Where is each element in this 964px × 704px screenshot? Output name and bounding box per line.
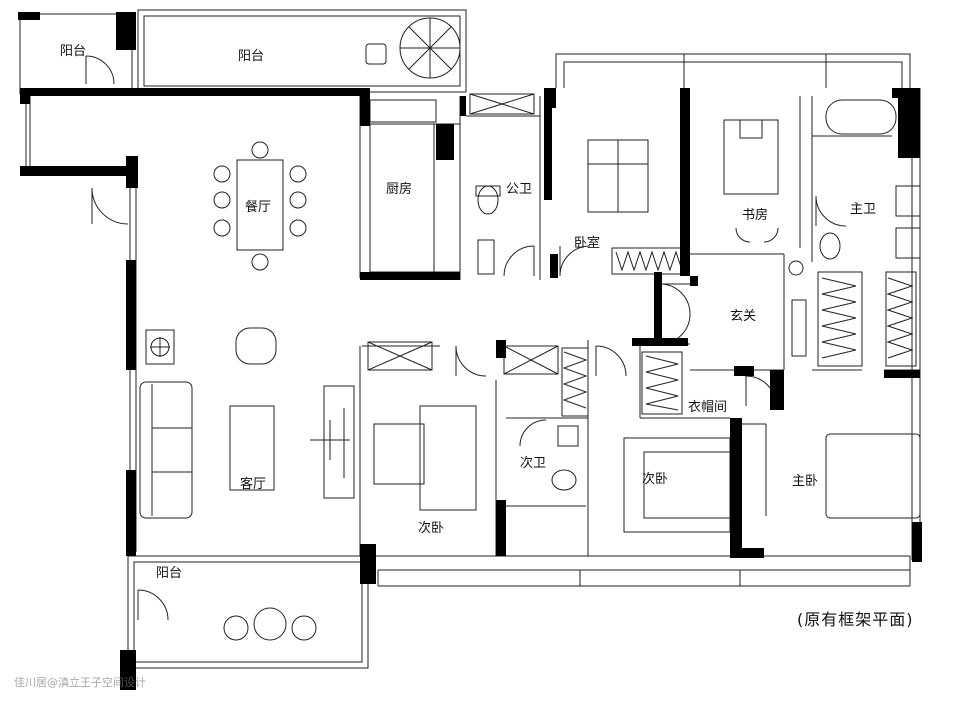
watermark: 佳川居@滇立王子空间设计 (14, 676, 146, 689)
dining-table (236, 159, 284, 251)
room-label-balcony-sw: 阳台 (156, 566, 183, 581)
master-bed (825, 433, 921, 519)
sofa (139, 381, 193, 519)
lamp-box (145, 329, 175, 365)
second-bed-1 (419, 405, 477, 511)
room-label-living: 客厅 (240, 477, 267, 492)
thin-lines (19, 9, 921, 669)
balcony-n-inner-rail (143, 15, 461, 87)
room-label-cloakroom: 衣帽间 (688, 400, 728, 415)
kitchen-top-counter (369, 99, 437, 123)
room-label-second-bedroom-2: 次卧 (642, 472, 669, 487)
room-label-master-bath: 主卫 (850, 202, 877, 217)
master-wardrobe-2 (885, 271, 917, 367)
room-label-kitchen: 厨房 (386, 182, 413, 197)
armchair (235, 327, 277, 365)
room-label-public-bath: 公卫 (506, 182, 533, 197)
tv-cabinet (323, 385, 355, 499)
cloak-wardrobe (641, 351, 683, 415)
balcony-sw-inner-rail (133, 561, 363, 663)
room-label-second-bedroom-1: 次卧 (418, 521, 445, 536)
room-label-study: 书房 (742, 208, 769, 223)
room-label-bedroom: 卧室 (574, 236, 601, 251)
study-desk (723, 119, 779, 195)
kitchen-counter (369, 123, 435, 273)
room-label-master-bedroom: 主卧 (792, 474, 819, 489)
room-label-second-bath: 次卫 (520, 456, 547, 471)
balcony-sw-rail (127, 555, 369, 669)
shower (469, 93, 535, 115)
room-label-foyer: 玄关 (730, 309, 757, 324)
plan-caption: (原有框架平面) (797, 610, 914, 629)
top-frame (555, 53, 911, 88)
corridor-wardrobe (561, 347, 589, 417)
balcony-table (253, 607, 287, 641)
bathtub (825, 99, 897, 135)
balcony-n-rail (137, 9, 467, 93)
bath-cabinet (503, 345, 559, 375)
master-wardrobe (817, 271, 863, 367)
top-frame-inner (563, 61, 903, 88)
coffee-table (229, 405, 275, 491)
room-label-balcony-n: 阳台 (238, 49, 265, 64)
room-label-balcony-nw: 阳台 (60, 44, 87, 59)
thick-walls (18, 12, 922, 690)
room-label-dining: 餐厅 (245, 200, 272, 215)
laundry-cabinet (367, 341, 433, 371)
